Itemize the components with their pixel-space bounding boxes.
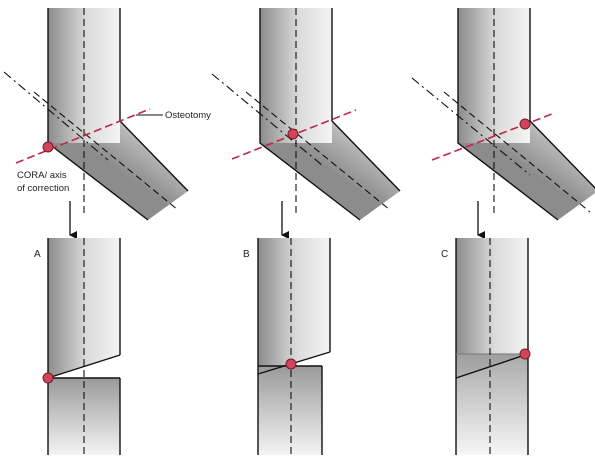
angle-bisector-line	[3, 71, 109, 161]
panel-label-c: C	[441, 249, 448, 260]
corrected-bone-lower-fragment	[456, 354, 528, 455]
cora-marker	[519, 118, 531, 130]
top-diagram-3	[411, 8, 595, 239]
cora-label-line2: of correction	[17, 183, 69, 194]
cora-marker	[42, 372, 54, 384]
cora-marker	[519, 348, 531, 360]
corrected-bone-upper-fragment	[258, 238, 330, 374]
osteotomy-label: Osteotomy	[165, 110, 211, 121]
cora-marker	[287, 128, 299, 140]
bent-bone-lower-segment	[458, 121, 595, 220]
angle-bisector-line	[211, 73, 323, 166]
bone-right-edge	[529, 8, 595, 189]
bottom-diagram-a: A	[34, 238, 121, 455]
osteotomy-cut-upper	[47, 354, 121, 379]
osteotomy-cut-line	[455, 353, 529, 379]
bent-bone-lower-segment	[48, 121, 188, 220]
bone-right-edge	[331, 8, 401, 192]
bone-axis-angled	[443, 91, 591, 213]
bottom-diagram-b: B	[243, 238, 331, 455]
corrected-bone-upper-fragment	[456, 238, 528, 354]
corrected-bone-lower-fragment	[258, 366, 322, 455]
osteotomy-line	[15, 108, 151, 164]
bone-axis-angled	[33, 91, 179, 211]
cora-label-line1: CORA/ axis	[17, 170, 67, 181]
top-diagram-1: Osteotomy CORA/ axis of correction	[3, 8, 211, 239]
bone-axis-angled	[245, 91, 391, 211]
top-diagram-2	[211, 8, 401, 239]
osteotomy-line	[431, 113, 553, 161]
bottom-diagram-c: C	[441, 238, 531, 455]
panel-label-b: B	[243, 249, 250, 260]
cora-marker	[285, 358, 297, 370]
angle-bisector-line	[411, 77, 531, 176]
bone-left-edge	[457, 8, 559, 221]
panel-label-a: A	[34, 249, 41, 260]
cora-marker	[42, 141, 54, 153]
bone-left-edge	[259, 8, 361, 221]
bent-bone-lower-segment	[260, 121, 400, 220]
